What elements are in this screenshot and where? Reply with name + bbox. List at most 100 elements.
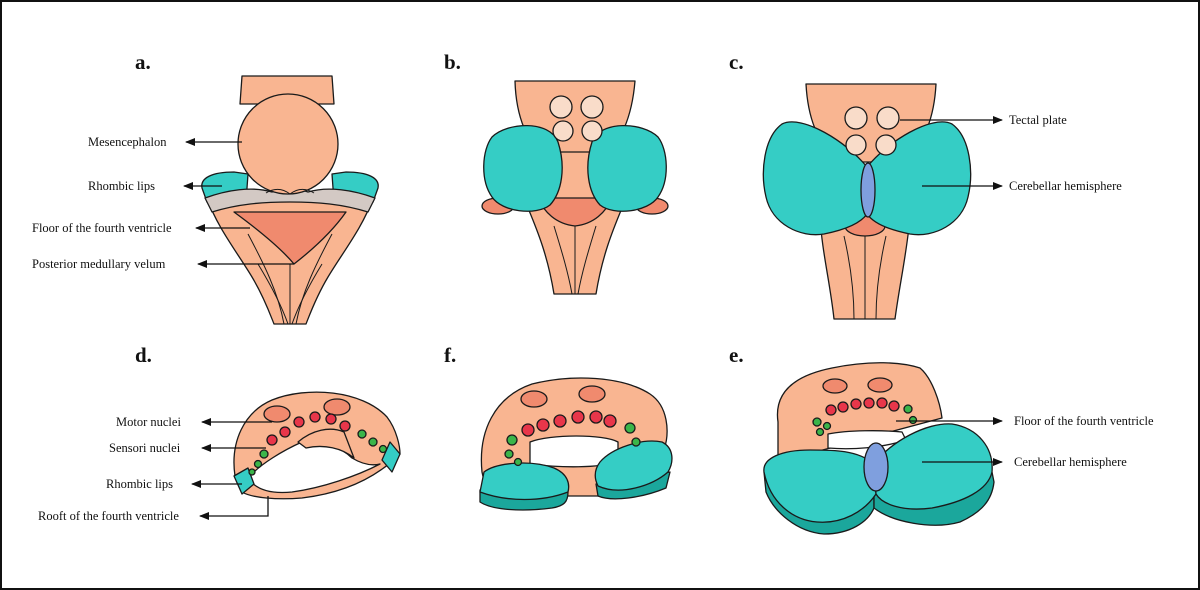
label-cerebellar-hemisphere-c: Cerebellar hemisphere — [1009, 179, 1122, 193]
motor-nucleus — [863, 397, 875, 409]
sensory-nucleus — [504, 449, 514, 459]
panel-d: d. Motor nuclei Sensori nuclei Rh — [38, 343, 401, 523]
column-line — [843, 235, 855, 320]
panel-a: a. Mesencephalon Rhombic lips Floor of t… — [32, 50, 379, 325]
colliculus-b — [581, 120, 603, 142]
motor-nucleus — [279, 426, 291, 438]
rhombencephalon-shell-e — [776, 362, 943, 463]
cerebellar-hemisphere-right-e — [873, 423, 993, 510]
sensory-nucleus — [378, 444, 388, 454]
colliculus-b — [552, 120, 574, 142]
label-posterior-medullary-velum: Posterior medullary velum — [32, 257, 166, 271]
inner-wall-d — [297, 428, 355, 459]
motor-nucleus — [536, 418, 550, 432]
label-sensori-nuclei: Sensori nuclei — [109, 441, 181, 455]
nucleus-oval-e — [822, 378, 848, 394]
mesencephalon-stem — [239, 75, 335, 105]
panel-b: b. — [444, 50, 669, 295]
colliculus-c — [844, 106, 868, 130]
column-line — [291, 263, 323, 325]
motor-nucleus — [825, 404, 837, 416]
label-cerebellar-hemisphere-e: Cerebellar hemisphere — [1014, 455, 1127, 469]
cerebellar-lobe-right-b — [587, 124, 667, 212]
sensory-nucleus — [253, 459, 263, 469]
panel-letter-b: b. — [444, 50, 461, 74]
panel-letter-d: d. — [135, 343, 152, 367]
sensory-nucleus — [812, 417, 822, 427]
vermis-c — [860, 162, 876, 218]
motor-nucleus — [571, 410, 585, 424]
colliculus-b — [549, 95, 573, 119]
motor-nucleus — [850, 398, 862, 410]
colliculus-b — [580, 95, 604, 119]
label-floor-fourth-ventricle-e: Floor of the fourth ventricle — [1014, 414, 1154, 428]
motor-nucleus — [309, 411, 321, 423]
sensory-nucleus — [513, 457, 523, 467]
column-line — [553, 225, 573, 295]
sensory-nucleus — [506, 434, 518, 446]
colliculus-c — [876, 106, 900, 130]
sensory-nucleus — [815, 427, 825, 437]
nucleus-oval-f — [578, 385, 606, 403]
label-tectal-plate: Tectal plate — [1009, 113, 1067, 127]
label-floor-fourth-ventricle-a: Floor of the fourth ventricle — [32, 221, 172, 235]
cerebellar-lobe-left-b — [483, 124, 563, 212]
motor-nucleus — [339, 420, 351, 432]
sensory-nucleus — [259, 449, 269, 459]
sensory-nucleus — [903, 404, 913, 414]
motor-nucleus — [589, 410, 603, 424]
motor-nucleus — [888, 400, 900, 412]
column-line — [875, 235, 887, 320]
sensory-nucleus — [368, 437, 378, 447]
panel-letter-c: c. — [729, 50, 744, 74]
panel-c: c. Tectal plate Cerebellar hemisphere — [729, 50, 1122, 320]
column-line — [577, 225, 597, 295]
nucleus-oval-d — [263, 405, 291, 423]
rhombic-lip-left-d — [233, 467, 255, 495]
nucleus-oval-d — [323, 398, 351, 416]
cerebellar-hemisphere-left-c — [762, 121, 868, 236]
panel-letter-a: a. — [135, 50, 151, 74]
motor-nucleus — [553, 414, 567, 428]
sensory-nucleus — [631, 437, 641, 447]
column-line — [247, 233, 285, 325]
sensory-nucleus — [357, 429, 367, 439]
motor-nucleus — [266, 434, 278, 446]
label-mesencephalon: Mesencephalon — [88, 135, 167, 149]
motor-nucleus — [603, 414, 617, 428]
sensory-nucleus — [624, 422, 636, 434]
nucleus-oval-e — [867, 377, 893, 393]
label-rhombic-lips-d: Rhombic lips — [106, 477, 173, 491]
panel-letter-f: f. — [444, 343, 456, 367]
mesencephalon-bulb — [237, 93, 339, 195]
motor-nucleus — [837, 401, 849, 413]
sensory-nucleus — [248, 468, 256, 476]
vermis-e — [863, 442, 889, 492]
motor-nucleus — [521, 423, 535, 437]
nucleus-oval-f — [520, 390, 548, 408]
rhombic-lip-right-d — [381, 441, 401, 473]
column-line — [295, 233, 333, 325]
column-line — [257, 263, 289, 325]
cerebellar-block-left-top-f — [479, 462, 570, 501]
label-rhombic-lips-a: Rhombic lips — [88, 179, 155, 193]
motor-nucleus — [293, 416, 305, 428]
floor-band — [204, 185, 376, 213]
fourth-ventricle-floor-a — [233, 211, 347, 265]
ventricle-opening-d — [247, 441, 381, 494]
arrow-roof-fourth-ventricle — [199, 496, 269, 520]
label-motor-nuclei: Motor nuclei — [116, 415, 181, 429]
label-roof-fourth-ventricle: Rooft of the fourth ventricle — [38, 509, 179, 523]
motor-nucleus — [876, 397, 888, 409]
colliculus-c — [875, 134, 897, 156]
sensory-nucleus — [908, 415, 918, 425]
motor-nucleus — [325, 413, 337, 425]
panel-letter-e: e. — [729, 343, 744, 367]
panel-e: e. Floor of the fourth ventricle Cerebel… — [729, 343, 1154, 535]
notch-line — [265, 188, 315, 195]
sensory-nucleus — [822, 421, 832, 431]
panel-f: f. — [444, 343, 673, 511]
colliculus-c — [845, 134, 867, 156]
